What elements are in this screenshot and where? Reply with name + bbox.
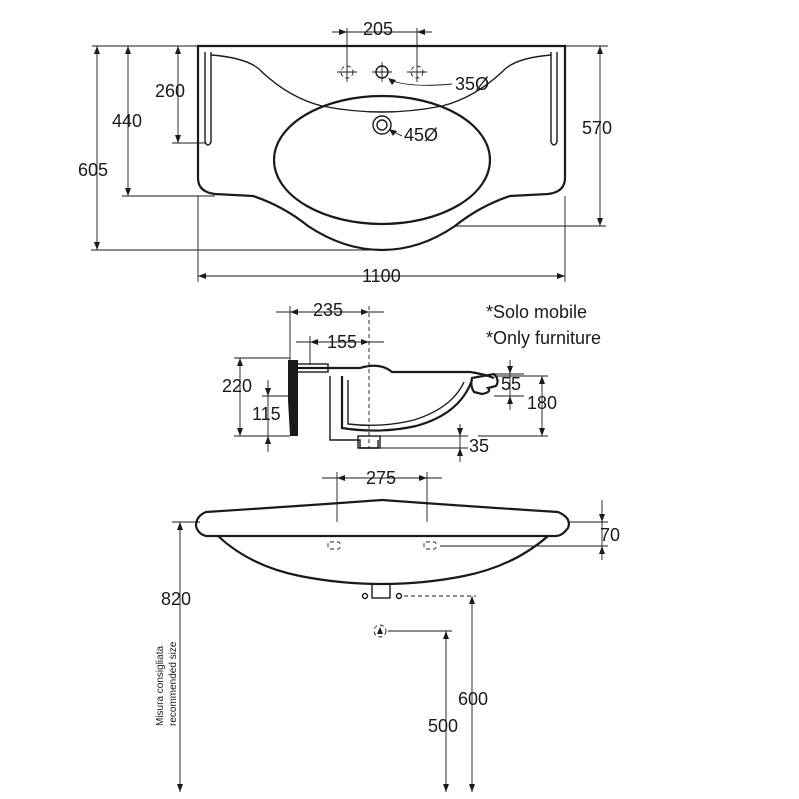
note-recommended-size: recommended size bbox=[168, 641, 179, 726]
plan-left-slot bbox=[204, 52, 212, 146]
dim-depth-basin: 440 bbox=[112, 111, 142, 131]
dim-55: 55 bbox=[501, 374, 521, 394]
dim-35: 35 bbox=[469, 436, 489, 456]
plan-tap-holes bbox=[337, 62, 427, 82]
dim-820: 820 bbox=[161, 589, 191, 609]
plan-right-slot bbox=[550, 52, 558, 146]
dim-70: 70 bbox=[600, 525, 620, 545]
plan-basin-outline bbox=[196, 44, 567, 252]
dim-depth-right: 570 bbox=[582, 118, 612, 138]
front-bowl bbox=[217, 535, 549, 586]
dim-275: 275 bbox=[366, 468, 396, 488]
note-misura-consigliata: Misura consigliata bbox=[155, 646, 166, 726]
dim-width: 1100 bbox=[362, 266, 401, 286]
dim-235: 235 bbox=[313, 300, 343, 320]
front-waste bbox=[371, 583, 391, 599]
side-view: 235 155 220 115 55 180 bbox=[222, 300, 601, 462]
dim-tap-spacing: 205 bbox=[363, 19, 393, 39]
dim-220: 220 bbox=[222, 376, 252, 396]
dim-155: 155 bbox=[327, 332, 357, 352]
dim-500: 500 bbox=[428, 716, 458, 736]
dim-180: 180 bbox=[527, 393, 557, 413]
dim-waste-hole: 45Ø bbox=[404, 125, 438, 145]
dim-depth-total: 605 bbox=[78, 160, 108, 180]
dim-115: 115 bbox=[252, 404, 281, 424]
plan-deck-curve bbox=[210, 54, 552, 113]
front-view: 275 70 820 Misura consigliata recommende… bbox=[155, 468, 620, 792]
plan-view: 205 35Ø 45Ø 260 440 605 570 bbox=[78, 19, 612, 286]
side-column bbox=[329, 376, 379, 449]
note-only-furniture: *Only furniture bbox=[486, 328, 601, 348]
dim-tap-hole: 35Ø bbox=[455, 74, 489, 94]
dim-depth-tap: 260 bbox=[155, 81, 185, 101]
side-wall-back bbox=[288, 360, 298, 436]
note-solo-mobile: *Solo mobile bbox=[486, 302, 587, 322]
plan-waste-hole bbox=[372, 115, 392, 135]
front-rim bbox=[194, 498, 570, 538]
front-trap-symbol bbox=[373, 624, 387, 638]
plan-bowl bbox=[272, 94, 492, 226]
side-bowl bbox=[340, 376, 474, 432]
dim-600: 600 bbox=[458, 689, 488, 709]
side-rim-profile bbox=[470, 372, 499, 396]
